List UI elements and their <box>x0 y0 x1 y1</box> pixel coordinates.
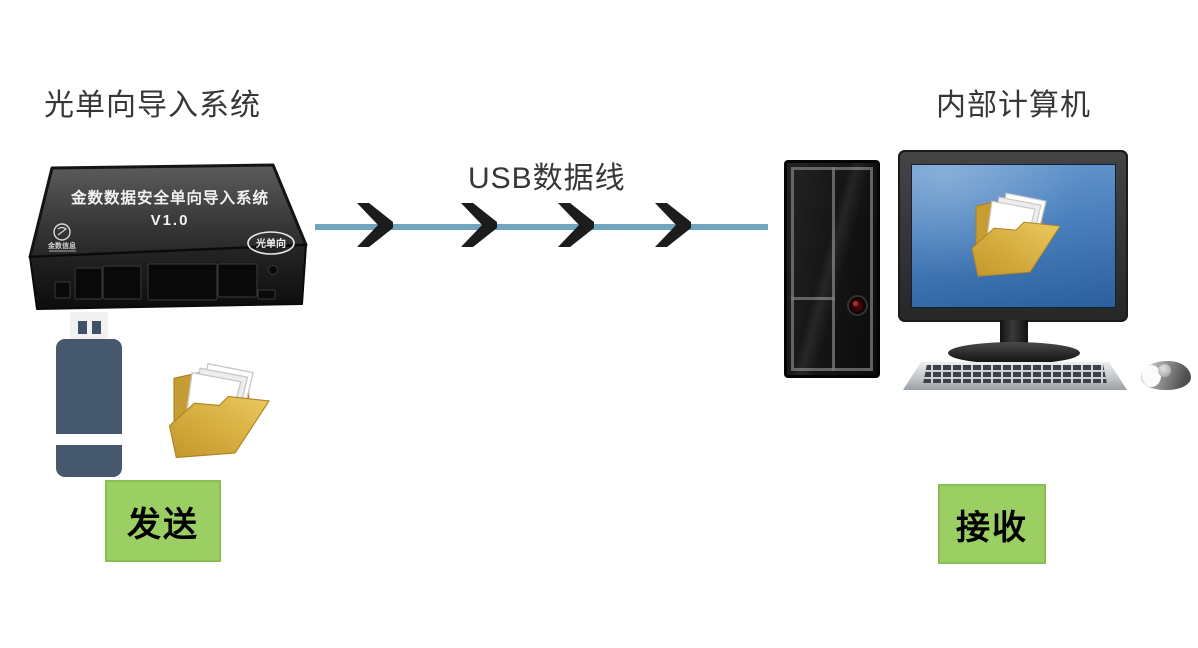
flow-arrow-icon <box>655 203 691 247</box>
usb-cable-label: USB数据线 <box>468 162 626 195</box>
keyboard-icon <box>903 362 1127 390</box>
monitor-screen <box>911 164 1116 308</box>
one-way-import-device: 金数数据安全单向导入系统 V1.0 金数信息 光单向 <box>28 163 308 310</box>
device-badge-text: 光单向 <box>255 237 286 250</box>
usb-connector-notch <box>92 321 101 334</box>
usb-drive-icon <box>56 312 122 477</box>
device-version: V1.0 <box>151 212 190 229</box>
monitor <box>898 150 1128 322</box>
keyboard-keys <box>923 365 1107 383</box>
flow-arrow-icon <box>461 203 497 247</box>
device-logo-text: 金数信息 <box>47 241 76 250</box>
device-button <box>268 265 278 275</box>
usb-cable-line <box>315 224 768 230</box>
power-button-icon <box>847 295 868 316</box>
left-system-title: 光单向导入系统 <box>44 89 261 122</box>
monitor-base <box>948 342 1080 364</box>
folder-icon <box>160 358 274 462</box>
mouse-icon <box>1141 361 1191 390</box>
flow-arrow-icon <box>558 203 594 247</box>
usb-connector-notch <box>78 321 87 334</box>
send-badge: 发送 <box>105 480 221 562</box>
computer-tower <box>784 160 880 378</box>
mouse-scroll-ball <box>1158 364 1171 377</box>
device-badge: 光单向 <box>247 231 295 255</box>
send-label: 发送 <box>127 505 199 544</box>
receive-label: 接收 <box>956 508 1028 547</box>
usb-connector <box>70 312 108 344</box>
device-ports <box>54 263 276 301</box>
flow-arrow-icon <box>357 203 393 247</box>
device-logo: 金数信息 <box>47 223 76 252</box>
tower-panel-divider <box>832 167 835 371</box>
right-computer-title: 内部计算机 <box>936 89 1091 122</box>
folder-icon <box>964 188 1064 280</box>
receive-badge: 接收 <box>938 484 1046 564</box>
tower-sheen <box>787 163 877 375</box>
tower-drive-bay-line <box>791 297 835 300</box>
usb-drive-body <box>56 339 122 477</box>
usb-drive-stripe <box>56 434 122 445</box>
device-title: 金数数据安全单向导入系统 <box>70 188 269 207</box>
